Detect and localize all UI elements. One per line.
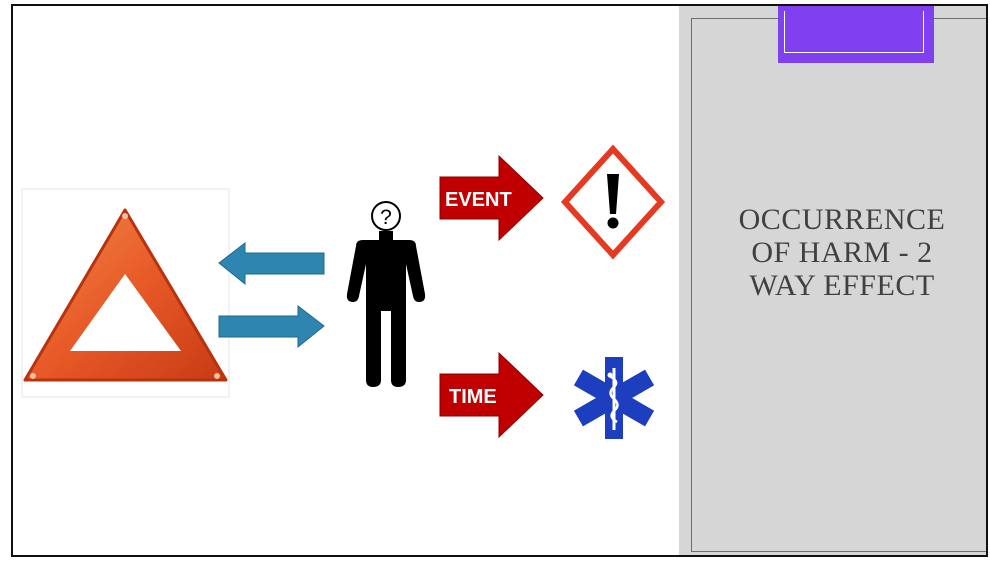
slide-title-line-1: OCCURRENCE [738, 203, 946, 236]
warning-triangle-icon [21, 188, 230, 398]
hazard-exclamation-icon [560, 144, 666, 260]
time-arrow: TIME [439, 351, 544, 439]
title-panel: OCCURRENCE OF HARM - 2 WAY EFFECT [679, 6, 986, 555]
arrow-right-icon [218, 304, 325, 349]
arrow-left-icon [218, 241, 325, 286]
question-mark: ? [380, 206, 392, 229]
accent-tab [778, 6, 934, 63]
title-panel-border: OCCURRENCE OF HARM - 2 WAY EFFECT [691, 6, 986, 552]
event-label: EVENT [445, 189, 512, 211]
star-of-life-icon [571, 355, 657, 441]
accent-tab-border [784, 11, 924, 53]
slide: ? EVENT TIME [11, 4, 988, 557]
person-icon: ? [346, 201, 426, 387]
slide-title-line-3: WAY EFFECT [749, 269, 935, 302]
event-arrow: EVENT [439, 154, 544, 242]
slide-title-line-2: OF HARM - 2 [751, 236, 933, 269]
time-label: TIME [449, 386, 497, 408]
slide-title: OCCURRENCE OF HARM - 2 WAY EFFECT [692, 203, 986, 302]
slide-artwork: ? EVENT TIME [21, 144, 666, 441]
